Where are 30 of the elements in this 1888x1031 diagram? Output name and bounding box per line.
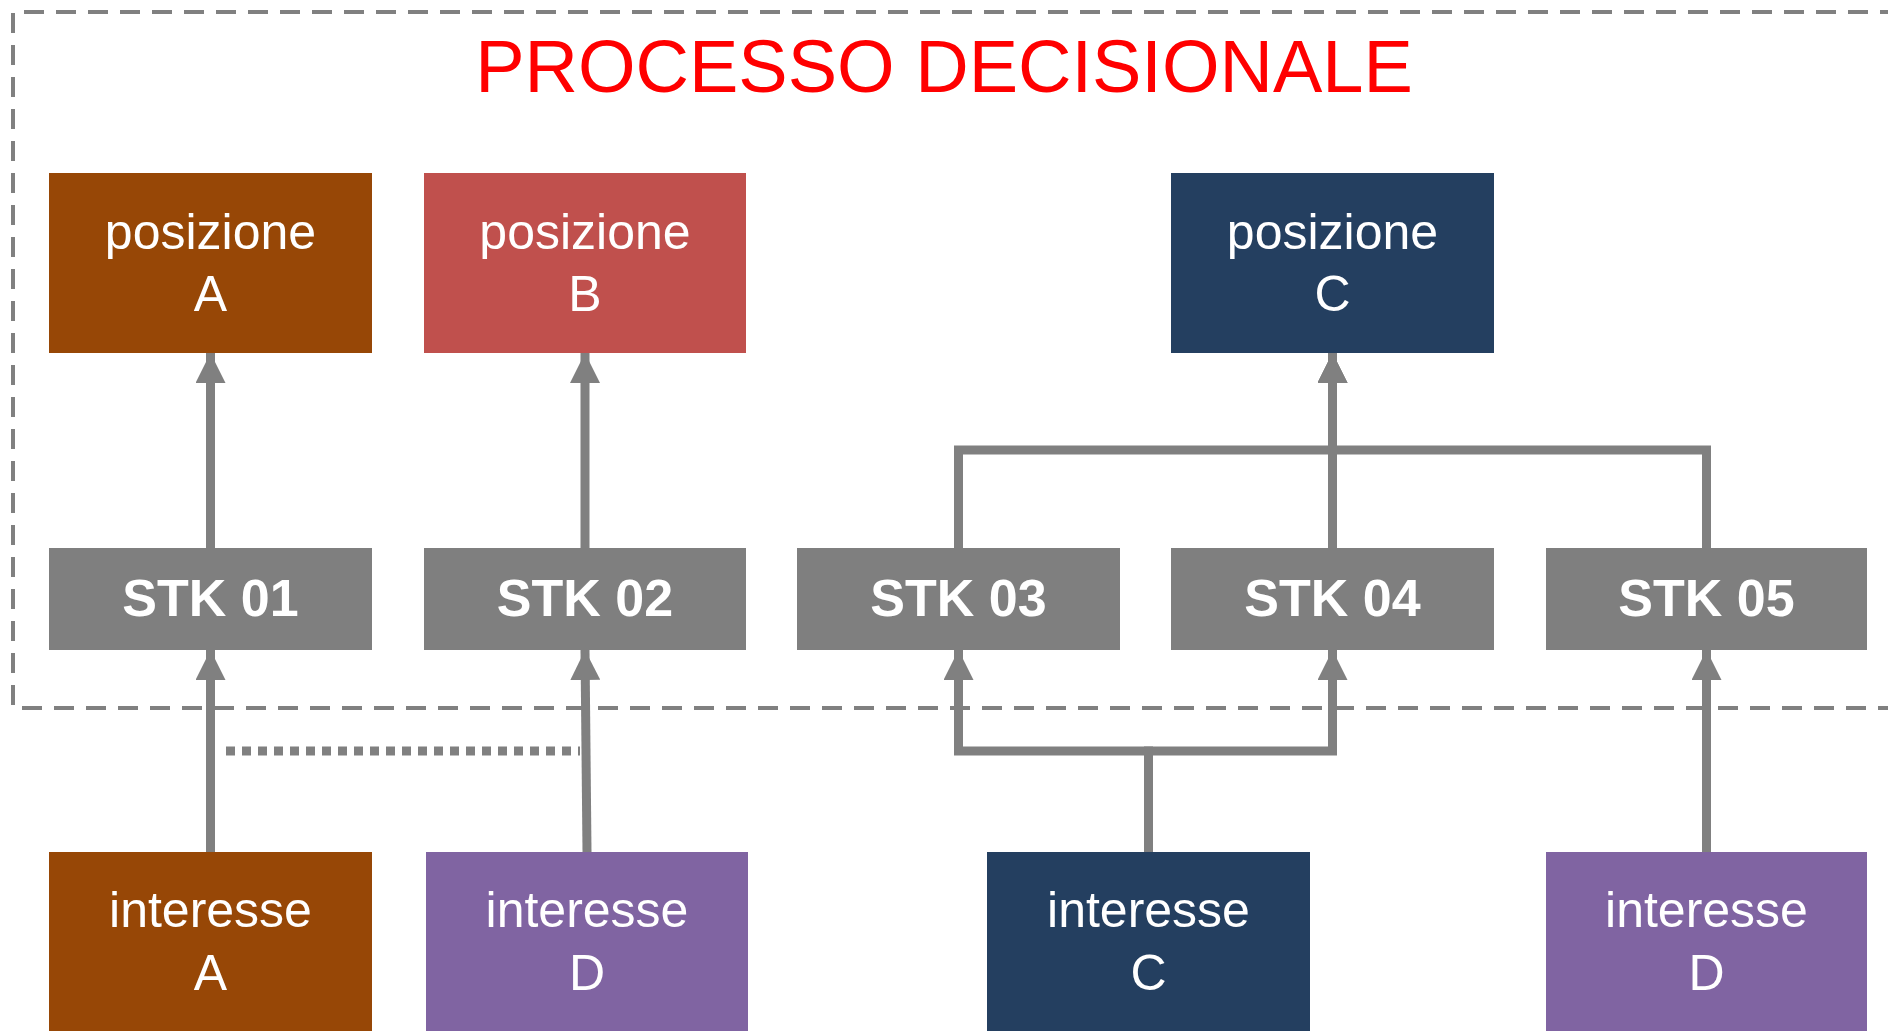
position-box [1546, 852, 1867, 1031]
position-box [987, 852, 1310, 1031]
box-label: STK 05 [1617, 570, 1796, 628]
position-box [49, 173, 372, 353]
box-label: posizione C [1225, 202, 1440, 324]
position-box [426, 852, 748, 1031]
box-label: STK 02 [495, 570, 675, 628]
box-label: interesse C [1046, 881, 1251, 1003]
box-label: STK 01 [121, 570, 300, 628]
position-box [49, 852, 372, 1031]
arrow [195, 650, 226, 852]
box-label: posizione A [103, 202, 318, 324]
box-label: interesse A [108, 881, 313, 1003]
box-label: STK 03 [869, 570, 1048, 628]
arrow [570, 649, 601, 853]
stakeholder-box [49, 548, 372, 650]
stakeholder-box [1546, 548, 1867, 650]
box-label: posizione B [478, 202, 692, 324]
stakeholder-box [424, 548, 746, 650]
position-box [424, 173, 746, 353]
arrow [195, 353, 226, 548]
position-box [1171, 173, 1494, 353]
title: PROCESSO DECISIONALE [475, 30, 1413, 104]
stakeholder-box [1171, 548, 1494, 650]
box-label: interesse D [1604, 881, 1809, 1003]
box-label: interesse D [484, 881, 690, 1003]
arrow [1691, 650, 1722, 852]
box-label: STK 04 [1243, 570, 1422, 628]
arrow [570, 353, 600, 548]
stakeholder-box [797, 548, 1120, 650]
